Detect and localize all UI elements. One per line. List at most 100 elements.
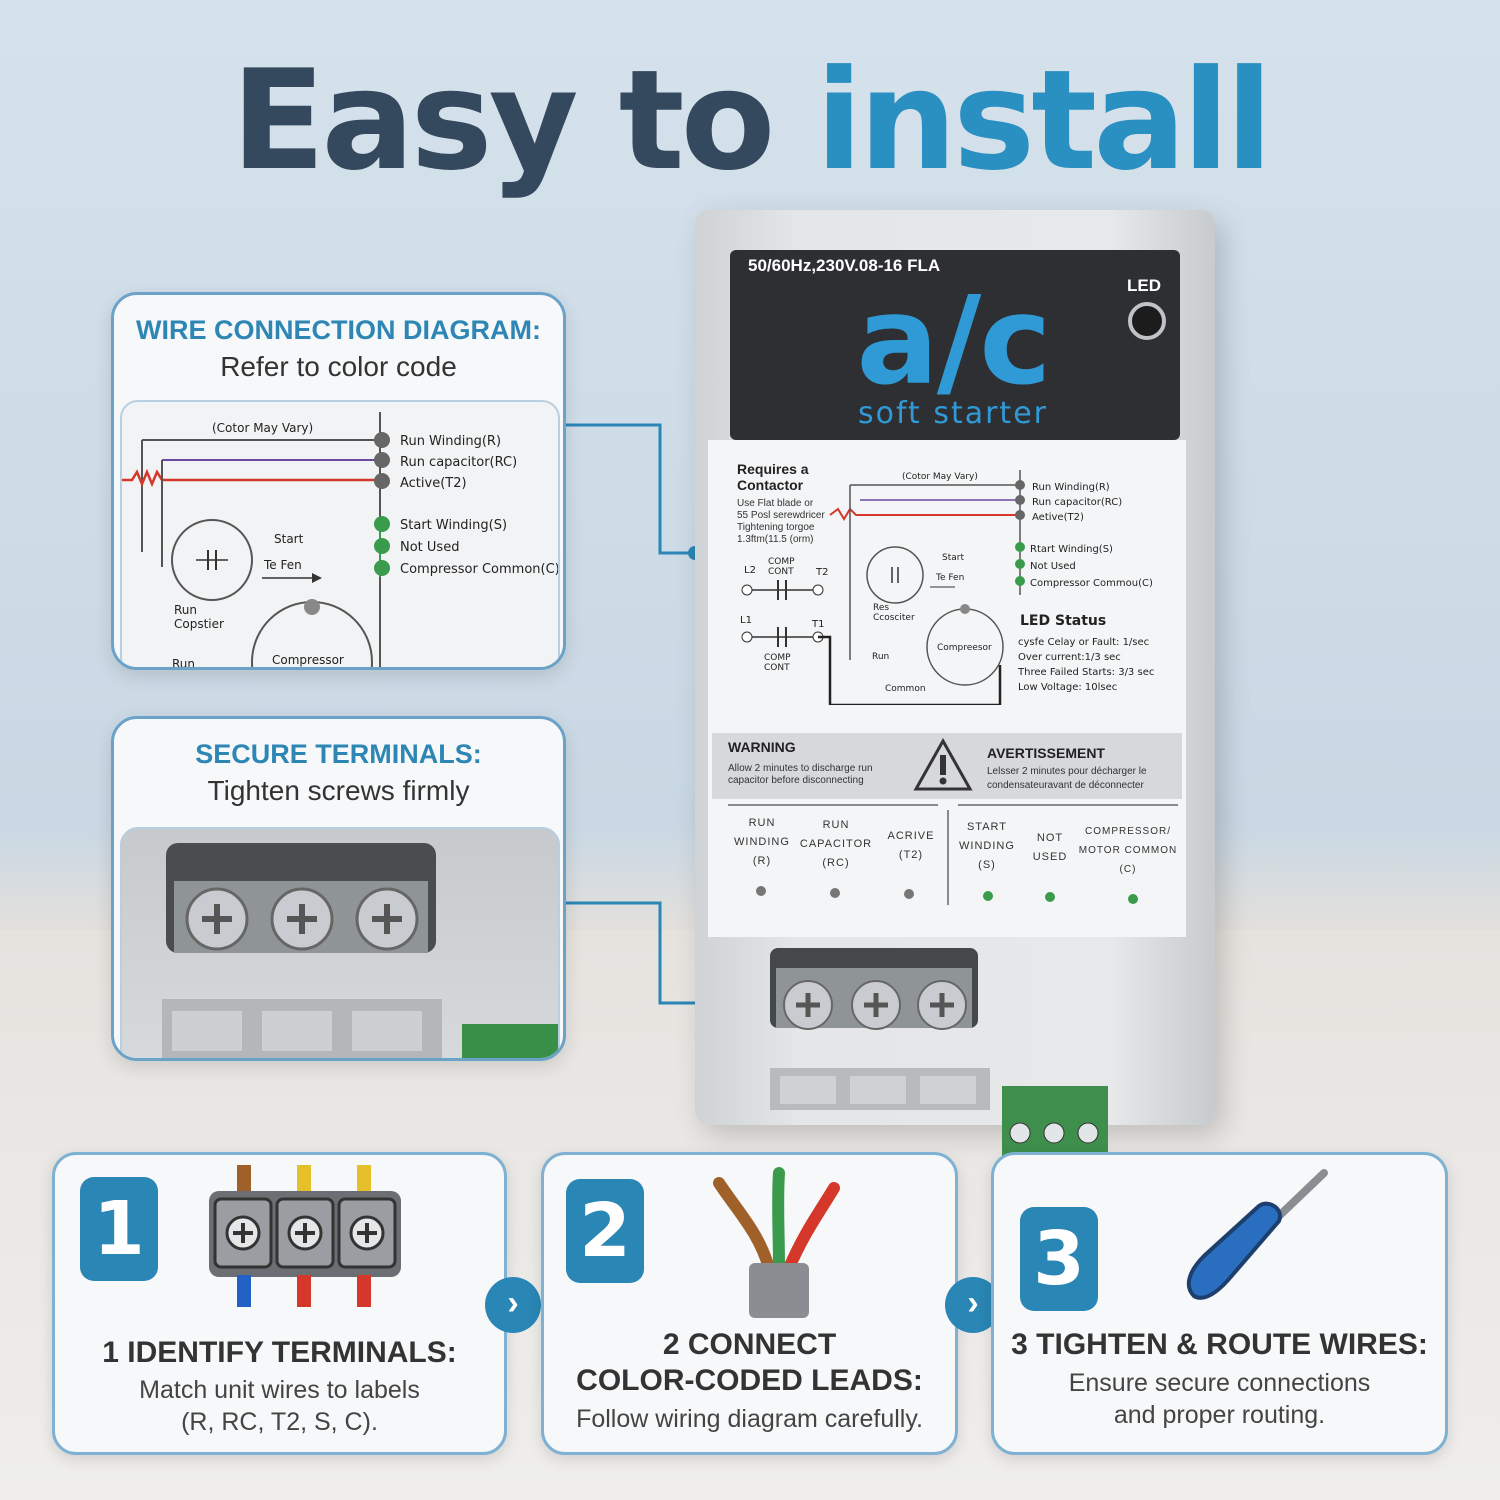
device-spec: 50/60Hz,230V.08-16 FLA [748,256,941,275]
terminal-not-used-2: USED [1032,851,1068,863]
wire-card-subtitle: Refer to color code [220,351,457,382]
terminal-active: ACRIVE (T2) [878,827,944,865]
terminal-run-winding-2: WINDING [734,836,790,848]
terminal-run-capacitor-3: (RC) [822,857,850,869]
wire-label-te-fen: Te Fen [263,558,302,572]
terminal-run-winding-1: RUN [748,817,776,829]
wire-label-compressor: Compressor [272,653,344,667]
terminals-photo-svg [162,843,558,1058]
color-wires-icon [713,1167,840,1318]
terminal-start-winding: START WINDING (S) [952,818,1022,875]
device-brand: a/c [856,270,1051,412]
terminal-start-winding-1: START [966,821,1008,833]
device-label-run-capacitor: Run capacitor(RC) [1032,497,1122,508]
warning-title: WARNING [728,739,796,755]
terminal-start-winding-2: WINDING [959,840,1015,852]
device-label-start-winding: Rtart Winding(S) [1030,544,1113,555]
terminals-card-title: SECURE TERMINALS: [195,739,482,769]
step-2-desc-1: Follow wiring diagram carefully. [576,1405,923,1433]
step-2-badge: 2 [566,1179,644,1283]
wire-diagram-inset: (Cotor May Vary) Run Winding(R) Run capa… [120,400,560,670]
led-status-2: Over current:1/3 sec [1018,652,1121,663]
warning-text-2: capacitor before disconnecting [728,775,864,786]
wire-label-start-winding: Start Winding(S) [400,518,507,533]
step-card-3: 3 3 TIGHTEN & ROUTE WIRES: Ensure secure… [991,1152,1448,1455]
device-label-run-winding: Run Winding(R) [1032,482,1110,493]
avert-title: AVERTISSEMENT [987,745,1105,761]
step-1-badge: 1 [80,1177,158,1281]
device-screw-block [770,948,1108,1186]
wire-card-title: WIRE CONNECTION DIAGRAM: [136,315,541,345]
headline: Easy to install [0,40,1500,201]
device-wiring-diagram: (Cotor May Vary) Run Winding(R) Run capa… [740,470,1154,705]
warning-text-1: Allow 2 minutes to discharge run [728,763,873,774]
wire-label-start: Start [274,532,304,546]
terminal-divider [728,804,1178,905]
device-brand-sub: soft starter [858,396,1048,431]
device-label-compressor-common: Compressor Commou(C) [1030,578,1153,589]
device-label-res-2: Ccosciter [873,613,915,623]
step-3-badge: 3 [1020,1207,1098,1311]
chevron-right-icon: › [485,1277,541,1333]
device-label-res-1: Res [873,603,889,613]
device-label-l2: L2 [744,565,756,576]
terminal-block-icon [209,1165,401,1307]
terminal-compressor-common: COMPRESSOR/ MOTOR COMMON (C) [1074,822,1182,879]
terminals-card: SECURE TERMINALS: Tighten screws firmly [111,716,566,1061]
led-status-4: Low Voltage: 10lsec [1018,682,1117,693]
step-3-desc-1: Ensure secure connections [1068,1369,1371,1397]
device-label-comp-cont-1a: COMP [768,557,795,567]
terminals-photo-inset [120,827,560,1058]
device-label-t2: T2 [815,567,828,578]
wire-diagram-note: (Cotor May Vary) [212,421,313,435]
device-black-panel [730,250,1180,440]
step-2-title-1: 2 CONNECT [662,1328,837,1361]
led-status-1: cysfe Celay or Fault: 1/sec [1018,637,1149,648]
headline-part2: install [815,40,1272,201]
device-label-compressor: Compreesor [937,643,992,653]
screw-icon [185,887,419,951]
terminal-dots [756,886,1138,904]
terminal-run-winding-3: (R) [752,855,772,867]
wire-label-active: Active(T2) [400,476,467,491]
step-1-desc-2: (R, RC, T2, S, C). [181,1408,378,1436]
led-status-3: Three Failed Starts: 3/3 sec [1017,667,1154,678]
led-label: LED [1127,276,1161,295]
device-label-comp-cont-2a: COMP [764,653,791,663]
terminal-run-capacitor-1: RUN [822,819,850,831]
terminal-compressor-common-3: (C) [1119,864,1137,875]
requires-note-3: Tightening torgoe [737,522,815,533]
led-indicator [1128,302,1166,340]
wire-label-run-winding: Run Winding(R) [400,434,501,449]
step-card-1: 1 1 IDENTIFY TERMINALS: Match unit wires… [52,1152,507,1455]
wire-label-run-cap-2: Copstier [174,617,224,631]
terminal-active-2: (T2) [898,849,924,861]
wire-label-run-capacitor: Run capacitor(RC) [400,455,517,470]
terminal-not-used: NOT USED [1024,829,1076,867]
screwdriver-icon [1186,1169,1328,1300]
requires-line-1: Requires a [737,461,809,477]
wire-diagram-svg: (Cotor May Vary) Run Winding(R) Run capa… [122,412,558,670]
led-status-title: LED Status [1020,613,1106,629]
step-3-desc-2: and proper routing. [1113,1401,1326,1429]
device-label-t1: T1 [811,619,824,630]
step-3-title: 3 TIGHTEN & ROUTE WIRES: [1011,1328,1428,1361]
requires-note-4: 1.3ftm(11.5 (orm) [737,534,814,545]
wire-label-run-cap-1: Run [174,603,197,617]
device-label-start: Start [942,553,964,563]
terminal-run-capacitor: RUN CAPACITOR (RC) [796,816,876,873]
terminal-run-winding: RUN WINDING (R) [726,814,798,871]
device-label-common: Common [885,684,926,694]
device-label-comp-cont-2b: CONT [764,663,790,673]
terminal-not-used-1: NOT [1036,832,1064,844]
terminal-compressor-common-2: MOTOR COMMON [1078,845,1178,856]
device-label-active: Aetive(T2) [1032,512,1084,523]
step-2-title-2: COLOR-CODED LEADS: [576,1364,923,1397]
headline-part1: Easy to [231,40,816,201]
device-label-l1: L1 [740,615,752,626]
requires-line-2: Contactor [737,477,804,493]
terminal-active-1: ACRIVE [887,830,935,842]
device-label-panel [708,440,1186,937]
wire-label-run: Run [172,657,195,670]
terminal-run-capacitor-2: CAPACITOR [799,838,873,850]
